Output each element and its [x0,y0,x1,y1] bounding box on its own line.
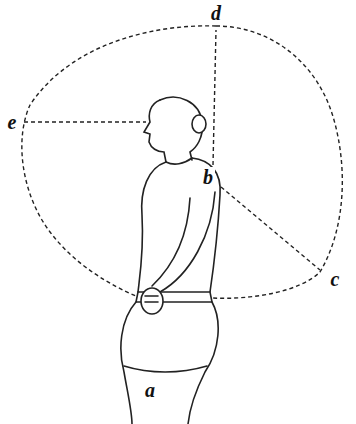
hair-bun [192,115,206,133]
part-letter: e [6,112,19,132]
leg-back [188,302,218,424]
radius-line [24,121,146,122]
torso-front [138,162,166,292]
fingers [145,296,158,302]
reach-curve [22,26,216,296]
part-letter: d [209,3,223,23]
torso-back [192,158,220,292]
part-letter: b [201,167,215,187]
arm-outline [152,198,190,286]
radius-line [213,30,216,165]
arm-outline [160,192,215,292]
radius-line [221,187,320,270]
face-outline [144,100,166,162]
shorts-hem [124,366,207,372]
collar [166,158,192,164]
reach-curve [212,26,342,298]
part-letter: c [329,269,342,289]
reach-outline [22,26,342,298]
leg-front [121,302,136,424]
fist [141,288,163,314]
man-figure [121,97,220,424]
part-letter: a [143,380,157,400]
